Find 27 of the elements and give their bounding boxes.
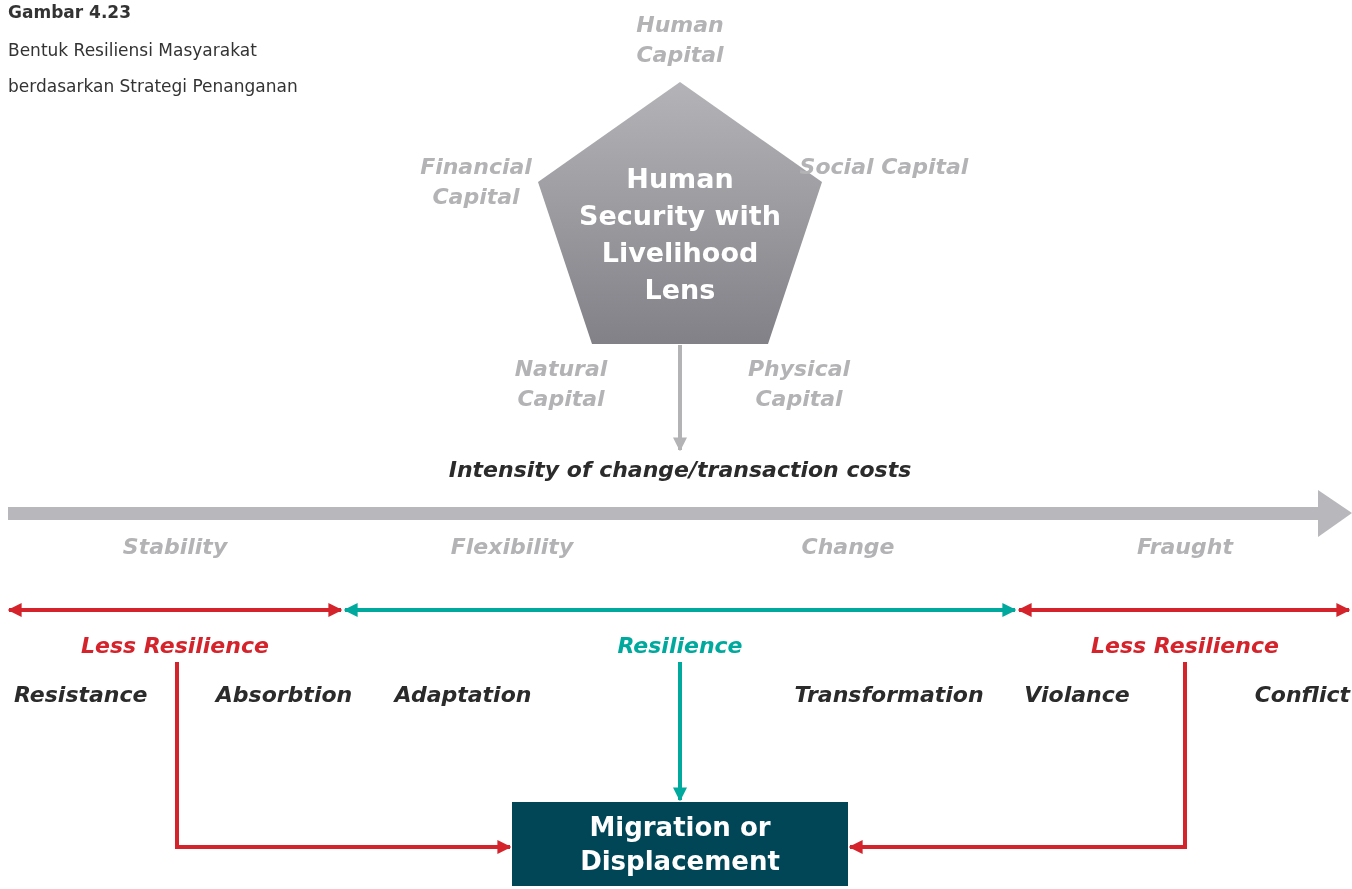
figure-number: Gambar 4.23: [8, 2, 132, 22]
arrow: [175, 662, 512, 854]
capital-label: Financial Capital: [419, 153, 533, 211]
strategy-label: Adaptation: [392, 681, 533, 709]
capital-label: Social Capital: [799, 153, 969, 181]
capital-label: Natural Capital: [513, 355, 609, 413]
arrow: [848, 662, 1187, 854]
strategy-label: Conflict: [1253, 681, 1350, 709]
axis-title: Intensity of change/transaction costs: [440, 452, 920, 488]
strategy-label: Transformation: [793, 681, 985, 709]
category-label: Less Resilience: [60, 631, 290, 661]
capital-label: Human Capital: [635, 11, 725, 69]
capital-label: Physical Capital: [746, 355, 852, 413]
strategy-label: Violance: [1023, 681, 1131, 709]
strategy-label: Absorbtion: [213, 681, 354, 709]
category-label: Resilience: [580, 631, 780, 661]
arrow: [673, 662, 687, 802]
category-label: Less Resilience: [1070, 631, 1300, 661]
outcome-box: Migration or Displacement: [512, 802, 848, 886]
strategy-label: Resistance: [14, 681, 149, 709]
phase-label: Flexibility: [449, 533, 575, 561]
phase-label: Stability: [121, 533, 229, 561]
phase-label: Change: [800, 533, 896, 561]
figure-caption: Bentuk Resiliensi Masyarakat berdasarkan Strategi Penanganan: [8, 39, 299, 98]
phase-label: Fraught: [1136, 533, 1235, 561]
arrow: [673, 345, 687, 452]
pentagon-label: Human Security with Livelihood Lens: [578, 162, 782, 307]
